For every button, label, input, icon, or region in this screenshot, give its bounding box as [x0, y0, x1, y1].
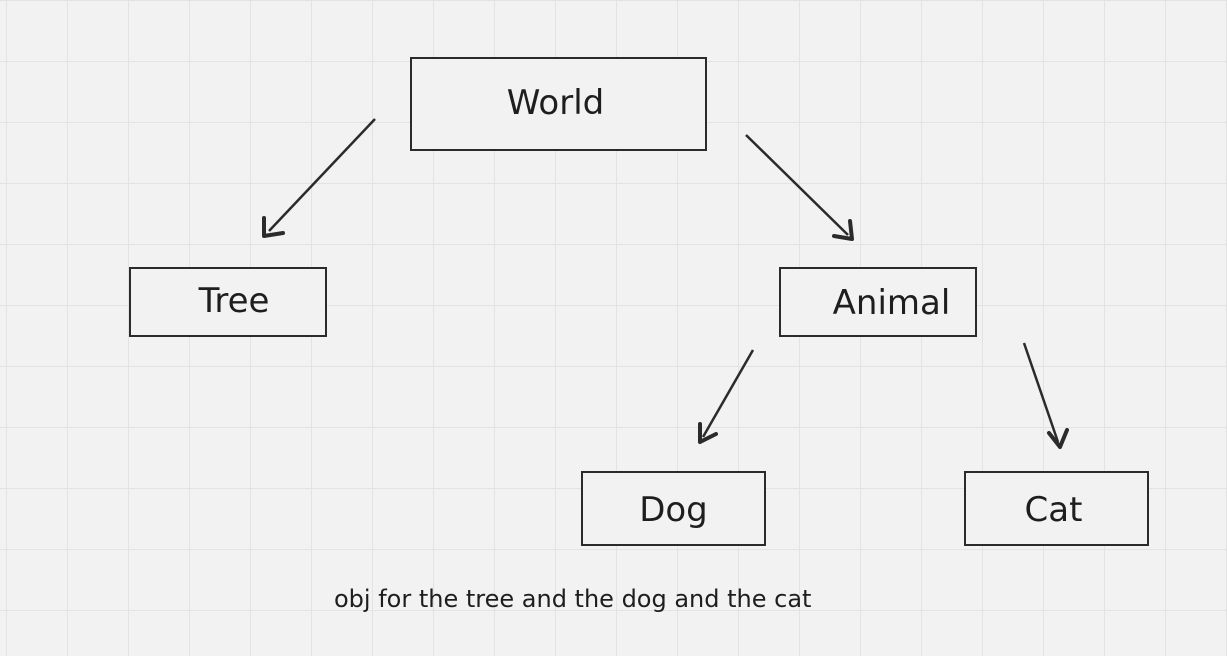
node-world[interactable]: World [410, 57, 707, 151]
node-tree-label: Tree [198, 281, 270, 321]
arrow-animal-to-cat[interactable] [1022, 342, 1069, 449]
arrow-world-to-animal[interactable] [745, 134, 854, 241]
node-dog[interactable]: Dog [581, 471, 766, 546]
node-tree[interactable]: Tree [129, 267, 327, 337]
node-cat[interactable]: Cat [964, 471, 1149, 546]
arrow-world-to-tree[interactable] [262, 118, 376, 238]
node-world-label: World [506, 83, 605, 123]
node-animal-label: Animal [832, 283, 951, 323]
node-cat-label: Cat [1024, 489, 1083, 530]
node-animal[interactable]: Animal [779, 267, 977, 337]
arrow-animal-to-dog[interactable] [698, 349, 755, 444]
caption-text[interactable]: obj for the tree and the dog and the cat [334, 585, 812, 613]
node-dog-label: Dog [639, 489, 708, 530]
